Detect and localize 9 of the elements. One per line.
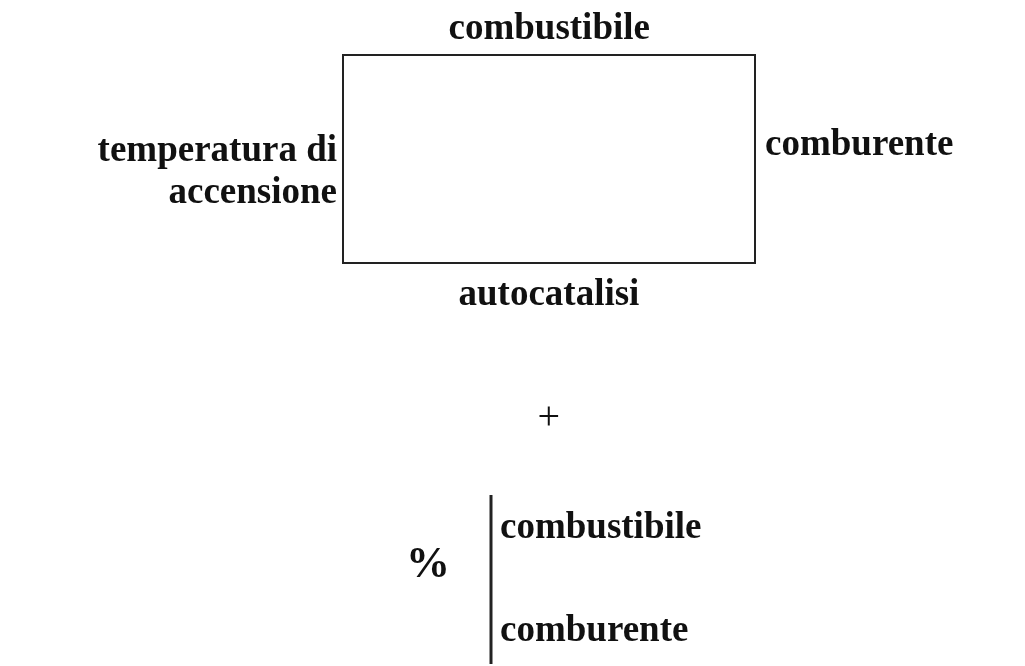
side-label: temperatura di accensione: [96, 128, 337, 212]
plus-sign: +: [537, 395, 561, 437]
bracket-label: comburente: [500, 608, 689, 650]
percent-sign: %: [406, 542, 450, 584]
side-label: autocatalisi: [458, 272, 640, 314]
bracket-label: combustibile: [500, 505, 702, 547]
side-label: combustibile: [448, 6, 650, 48]
square-outline: [342, 54, 756, 264]
side-label: comburente: [765, 122, 954, 164]
